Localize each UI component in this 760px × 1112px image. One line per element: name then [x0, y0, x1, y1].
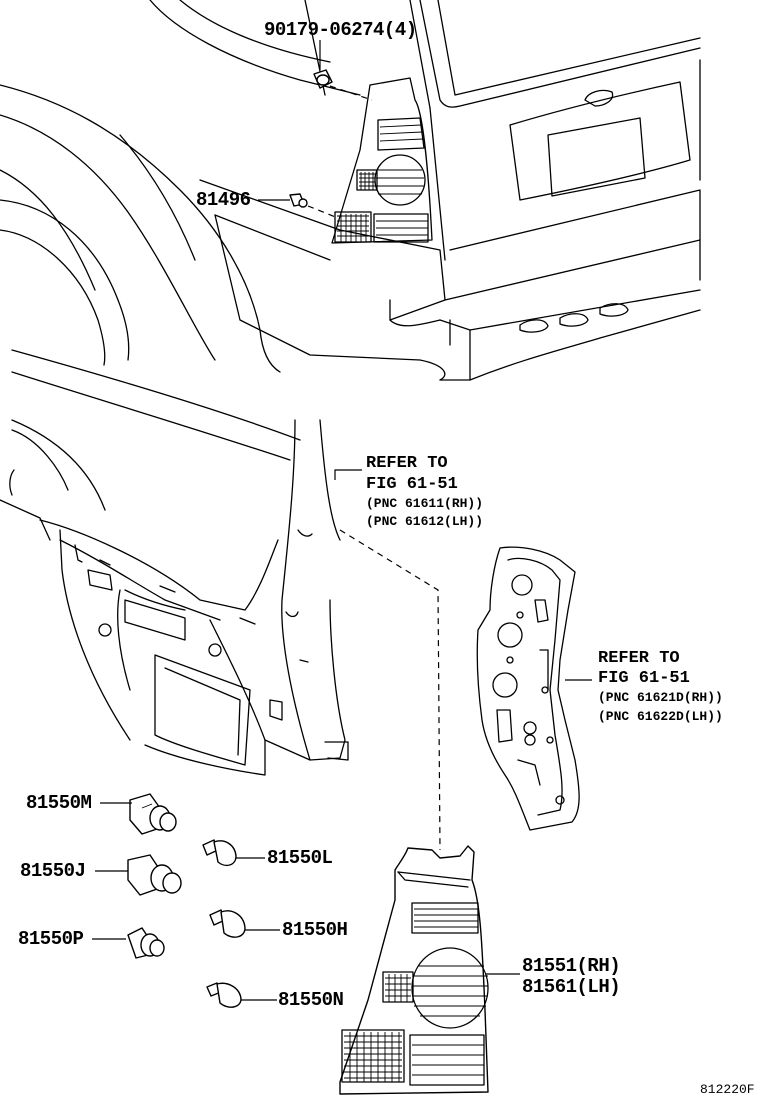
ref2-line2: FIG 61-51: [598, 669, 690, 688]
bulb-81550L-icon: [202, 839, 237, 867]
bulb-81550H-icon: [209, 909, 246, 938]
lamp-install-dash: [339, 529, 441, 851]
ref2-pnc-lh: (PNC 61622D(LH)): [598, 709, 723, 724]
screw-90179-icon: [313, 69, 333, 89]
vehicle-lamp-hatching: [337, 172, 375, 242]
part-label-81550N: 81550N: [278, 989, 344, 1011]
lamp-hatching: [344, 974, 411, 1082]
part-label-81550J: 81550J: [20, 860, 86, 882]
leader-ref1: [334, 469, 362, 480]
ref1-line2: FIG 61-51: [366, 475, 458, 494]
ref1-pnc-rh: (PNC 61611(RH)): [366, 496, 484, 511]
ref2-line1: REFER TO: [598, 649, 680, 668]
part-label-81550M: 81550M: [26, 792, 92, 814]
figure-code: 812220F: [700, 1082, 755, 1097]
socket-81550P-icon: [127, 927, 165, 959]
ref1-pnc-lh: (PNC 61612(LH)): [366, 514, 484, 529]
screw-leader-dash: [329, 85, 373, 101]
vehicle-rear-illustration: [0, 0, 701, 381]
clip-81496-icon: [289, 193, 308, 208]
socket-81550M-icon: [129, 793, 177, 835]
bulb-81550N-icon: [206, 982, 242, 1008]
inner-quarter-panel: [0, 349, 349, 776]
rear-combination-lamp: [339, 845, 489, 1095]
socket-81550J-icon: [127, 854, 182, 896]
lamp-bracket-panel: [476, 546, 580, 831]
part-label-81550P: 81550P: [18, 928, 84, 950]
part-label-81550H: 81550H: [282, 919, 348, 941]
ref2-pnc-rh: (PNC 61621D(RH)): [598, 690, 723, 705]
part-label-81550L: 81550L: [267, 847, 333, 869]
clip-leader-dash: [307, 205, 339, 219]
part-label-81496: 81496: [196, 189, 251, 211]
part-label-81561-lh: 81561(LH): [522, 976, 621, 998]
part-label-81551-rh: 81551(RH): [522, 955, 621, 977]
ref1-line1: REFER TO: [366, 454, 448, 473]
part-label-90179: 90179-06274(4): [264, 19, 417, 41]
